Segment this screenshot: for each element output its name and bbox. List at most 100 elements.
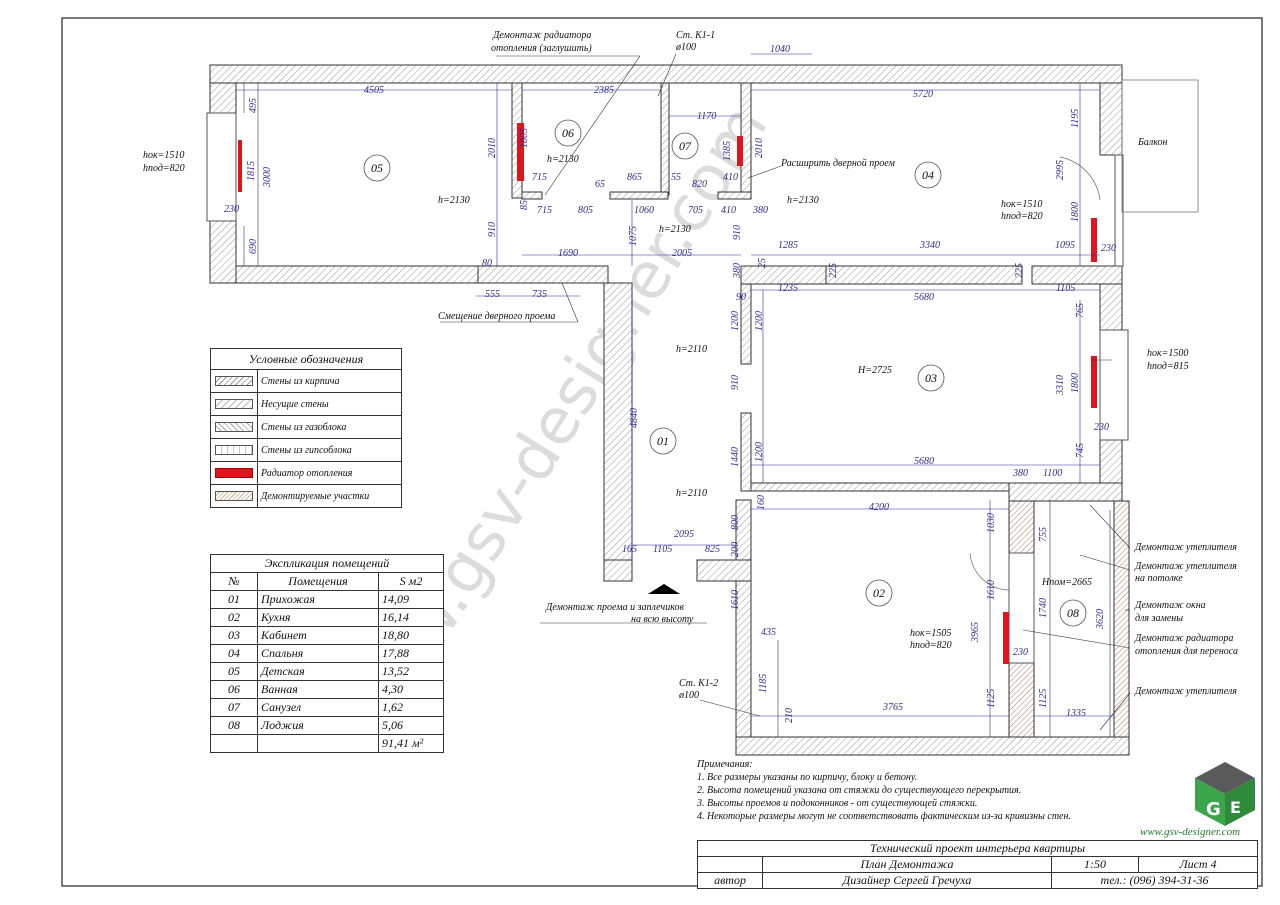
dim-410b: 410	[721, 205, 736, 216]
cell-area: 4,30	[378, 680, 444, 699]
legend-title: Условные обозначения	[210, 348, 402, 370]
dim-1185: 1185	[758, 674, 769, 693]
dim-805: 805	[578, 205, 593, 216]
dim-3340: 3340	[919, 240, 940, 251]
dim-2010b: 2010	[754, 138, 765, 158]
dim-85: 85	[519, 200, 530, 210]
note-hpod-02: hпод=820	[910, 640, 952, 651]
dim-765: 765	[1075, 303, 1086, 318]
dim-4840: 4840	[629, 408, 640, 428]
dim-1075: 1075	[628, 226, 639, 246]
dim-910c: 910	[730, 375, 741, 390]
note-hok-03: hок=1500	[1147, 348, 1188, 359]
dim-735: 735	[532, 289, 547, 300]
cell-room: Спальня	[257, 644, 379, 663]
note-widen-doorway: Расширить дверной проем	[780, 158, 895, 169]
legend-label: Стены из газоблока	[257, 415, 402, 439]
dim-1440: 1440	[730, 447, 741, 467]
leader-lines	[440, 53, 1131, 731]
note-hpod-05: hпод=820	[143, 163, 185, 174]
cell-number: 08	[210, 716, 258, 735]
designer-name: Дизайнер Сергей Гречуха	[762, 872, 1052, 889]
dim-1815: 1815	[246, 161, 257, 181]
dim-1125a: 1125	[986, 689, 997, 708]
cell-room: Прихожая	[257, 590, 379, 609]
dim-1125b: 1125	[1038, 689, 1049, 708]
dim-160: 160	[756, 495, 767, 510]
dim-1800b: 1800	[1070, 373, 1081, 393]
note-H2725: H=2725	[857, 365, 892, 376]
note-h2130-05: h=2130	[438, 195, 470, 206]
dim-1200c: 1200	[754, 442, 765, 462]
note-h2110-02: h=2110	[676, 488, 707, 499]
note-dismantle-insul-ceiling: Демонтаж утеплителя	[1134, 561, 1237, 572]
door-swings	[969, 156, 1101, 591]
room-label-02: 02	[873, 586, 885, 600]
note-riser-k1-1-d: ø100	[675, 42, 696, 53]
logo-url: www.gsv-designer.com	[1140, 826, 1241, 838]
cell-area: 5,06	[378, 716, 444, 735]
note-dismantle-insul-ceiling-2: на потолке	[1135, 573, 1183, 584]
dim-1105b: 1105	[653, 544, 672, 555]
scale: 1:50	[1051, 856, 1139, 873]
radiator-07	[737, 136, 743, 166]
note-h2130-06: h=2130	[547, 154, 579, 165]
note-dismantle-window-2: для замены	[1135, 613, 1183, 624]
dim-715a: 715	[532, 172, 547, 183]
note-h2110-03: h=2110	[676, 344, 707, 355]
col-header-room: Помещения	[257, 572, 379, 591]
dim-1800a: 1800	[1070, 202, 1081, 222]
note-dismantle-rad-move-2: отопления для переноса	[1135, 646, 1238, 657]
cell-room: Кабинет	[257, 626, 379, 645]
title-block: Технический проект интерьера квартиры Пл…	[697, 840, 1258, 889]
dim-210: 210	[784, 708, 795, 723]
legend-row: Стены из газоблока	[210, 415, 402, 439]
cell-number: 07	[210, 698, 258, 717]
cell-room: Ванная	[257, 680, 379, 699]
dim-200: 200	[730, 542, 741, 557]
dim-820: 820	[692, 179, 707, 190]
legend-row: Демонтируемые участки	[210, 484, 402, 508]
note-dismantle-opening: Демонтаж проема и заплечиков	[545, 602, 684, 613]
dim-865: 865	[627, 172, 642, 183]
room-label-04: 04	[922, 168, 934, 182]
dim-1740: 1740	[1038, 598, 1049, 618]
radiator-02	[1003, 612, 1009, 664]
dim-225b: 225	[1014, 263, 1025, 278]
dim-3620: 3620	[1095, 609, 1106, 630]
dim-230a: 230	[224, 204, 239, 215]
phone: тел.: (096) 394-31-36	[1051, 872, 1258, 889]
dim-65: 65	[595, 179, 605, 190]
dim-230c: 230	[1094, 422, 1109, 433]
svg-text:E: E	[1230, 798, 1241, 817]
note-dismantle-rad-move: Демонтаж радиатора	[1134, 633, 1233, 644]
room-marker-02	[865, 579, 893, 607]
col-header-number: №	[210, 572, 258, 591]
cell-room: Кухня	[257, 608, 379, 627]
dim-1610a: 1610	[730, 590, 741, 610]
dim-225a: 225	[828, 263, 839, 278]
note-dismantle-radiator-2: отопления (заглушить)	[491, 43, 592, 54]
note-door-shift: Смещение дверного проема	[438, 311, 555, 322]
cell-area: 17,88	[378, 644, 444, 663]
dim-910a: 910	[487, 222, 498, 237]
note-h2130-04: h=2130	[787, 195, 819, 206]
dim-4505: 4505	[364, 85, 384, 96]
legend-row: Стены из кирпича	[210, 369, 402, 393]
dim-1040: 1040	[770, 44, 790, 55]
svg-text:G: G	[1206, 799, 1221, 820]
legend-label: Радиатор отопления	[257, 461, 402, 485]
dim-755: 755	[1038, 527, 1049, 542]
dim-25: 25	[757, 258, 768, 268]
room-label-08: 08	[1067, 606, 1079, 620]
dim-4200: 4200	[869, 502, 889, 513]
dim-1235: 1235	[778, 283, 798, 294]
notes-title: Примечания:	[697, 759, 753, 770]
cell-area: 18,80	[378, 626, 444, 645]
dim-3310: 3310	[1055, 375, 1066, 396]
